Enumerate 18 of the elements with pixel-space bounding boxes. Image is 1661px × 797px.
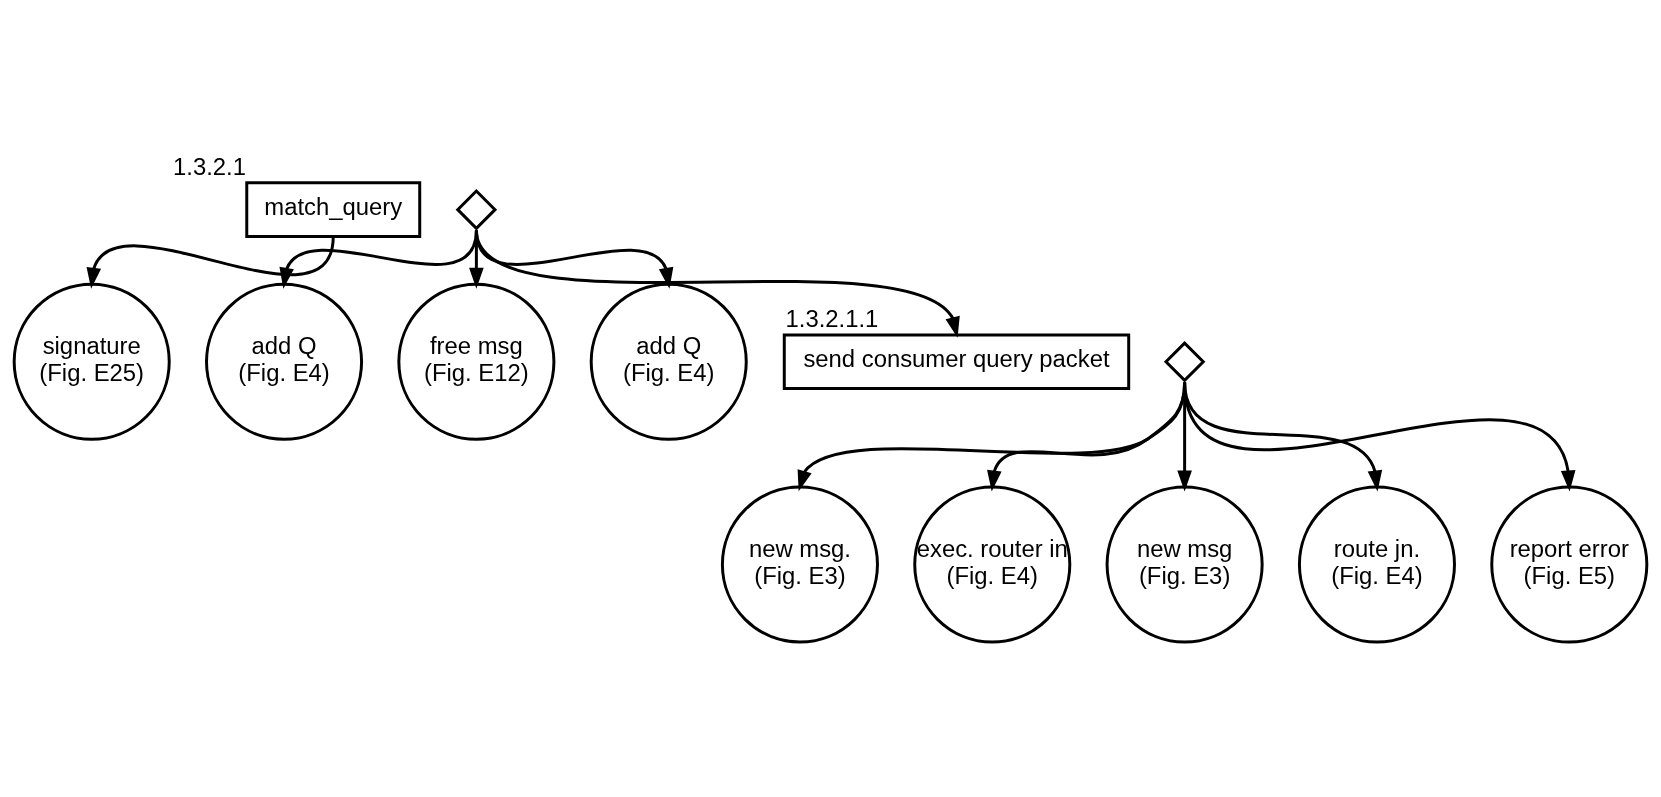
node-circle: add Q (Fig. E4) xyxy=(205,282,364,441)
node-diamond xyxy=(1163,340,1206,382)
node-circle: add Q (Fig. E4) xyxy=(589,282,748,441)
node-circle: route jn. (Fig. E4) xyxy=(1297,485,1456,644)
node-label: 1.3.2.1 xyxy=(173,152,246,180)
arrow xyxy=(475,229,960,338)
node-circle: report error (Fig. E5) xyxy=(1490,485,1649,644)
node-box: send consumer query packet xyxy=(782,332,1131,390)
node-box: match_query xyxy=(245,180,422,238)
node-circle: new msg (Fig. E3) xyxy=(1105,485,1264,644)
node-circle: exec. router in (Fig. E4) xyxy=(913,485,1072,644)
node-circle: free msg (Fig. E12) xyxy=(397,282,556,441)
node-circle: new msg. (Fig. E3) xyxy=(720,485,879,644)
node-diamond xyxy=(455,188,498,230)
arrow xyxy=(86,235,335,289)
node-circle: signature (Fig. E25) xyxy=(12,282,171,441)
arrow xyxy=(1183,381,1576,491)
node-label: 1.3.2.1.1 xyxy=(785,304,879,332)
